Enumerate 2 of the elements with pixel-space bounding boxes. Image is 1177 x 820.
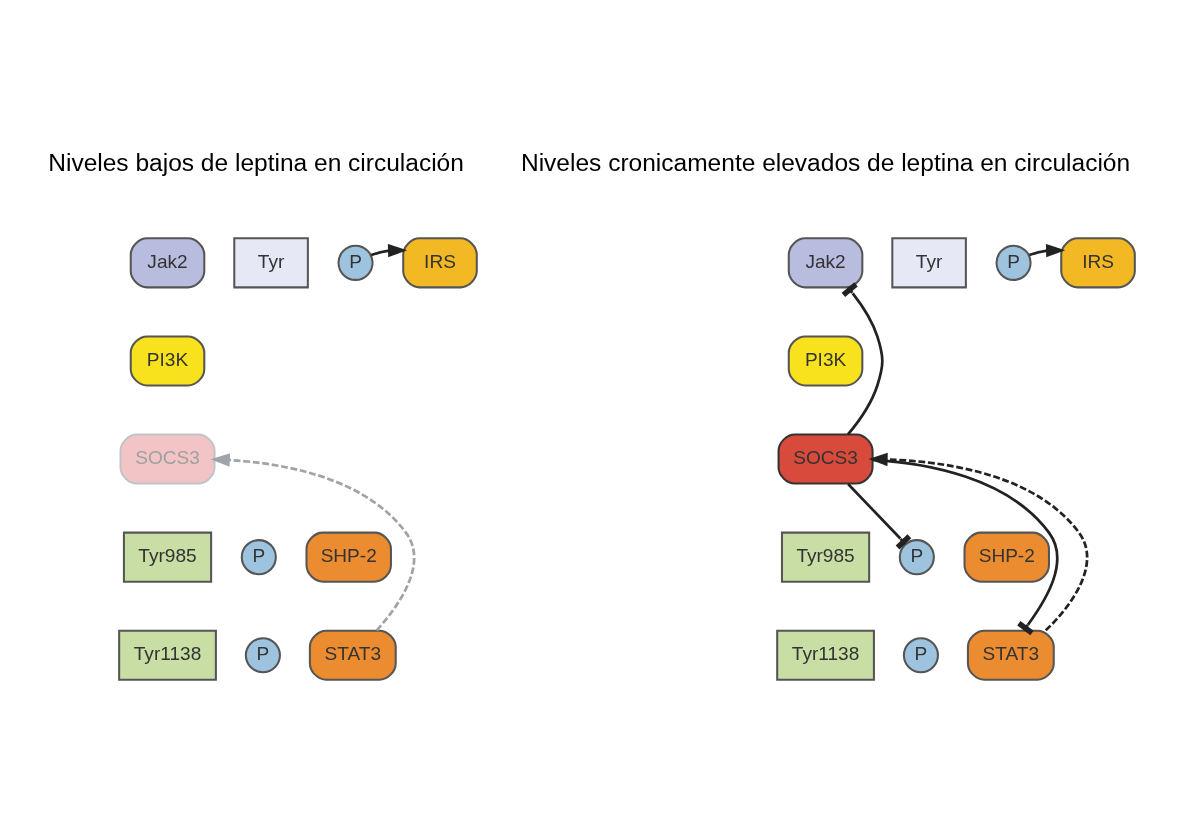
label: Niveles bajos de leptina en circulación	[48, 148, 464, 176]
label: Niveles cronicamente elevados de leptina en circulación	[520, 148, 1131, 176]
